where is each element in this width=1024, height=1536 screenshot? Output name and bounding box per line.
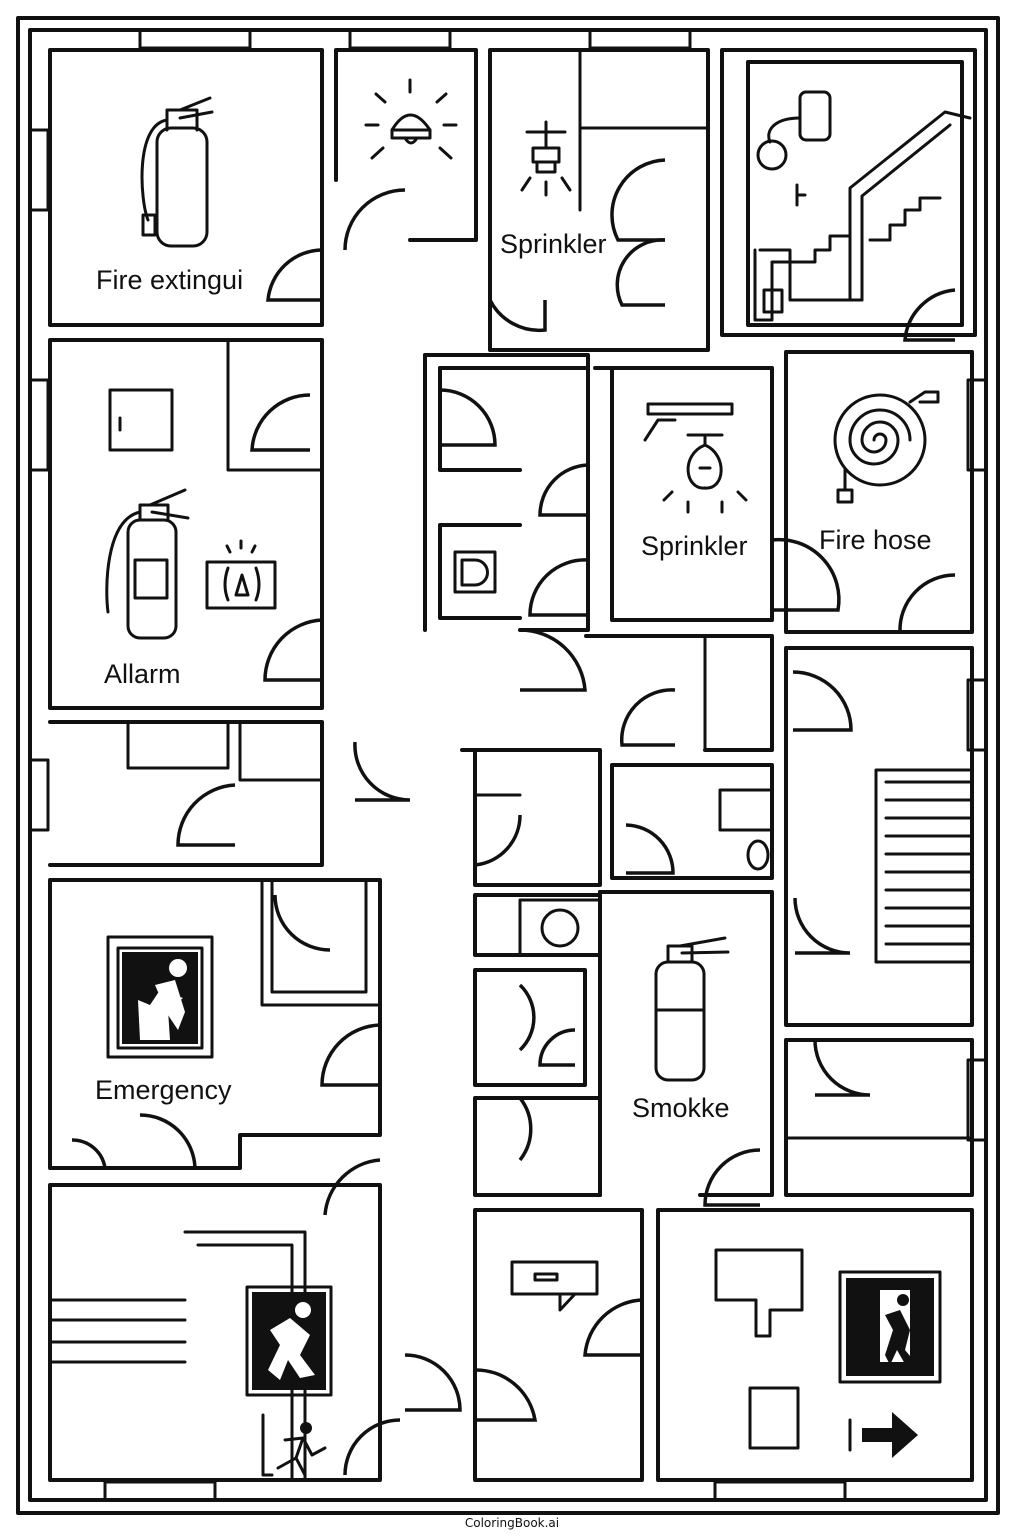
fire-hose-reel-icon [833,390,940,504]
fire-extinguisher-icon [105,488,190,640]
toilet-icon [518,898,602,957]
label-smoke: Smokke [632,1093,730,1123]
credit-watermark: ColoringBook.ai [465,1516,559,1530]
label-fire-extinguisher: Fire extingui [96,265,243,295]
fire-hose-reel-icon [753,90,832,322]
label-sprinkler-top: Sprinkler [500,229,607,259]
alarm-bell-icon [364,78,458,160]
sprinkler-icon [520,120,572,197]
label-emergency: Emergency [95,1075,232,1105]
label-fire-hose: Fire hose [819,525,932,555]
staircase-icon [884,780,974,946]
fire-extinguisher-icon [140,96,214,248]
room-walls [48,48,977,1482]
running-person-icon [261,1413,327,1477]
toilet-icon [453,550,497,594]
exit-sign-icon [106,935,214,1059]
label-sprinkler-mid: Sprinkler [641,531,748,561]
doors [71,158,956,1476]
label-alarm: Allarm [104,659,181,689]
toilet-icon [718,788,774,871]
exit-sign-icon [245,1285,333,1397]
fire-extinguisher-icon [654,936,730,1082]
exit-sign-icon [838,1270,942,1384]
arrow-right-icon [848,1412,918,1458]
sprinkler-icon [643,402,748,514]
sign-icon [510,1260,599,1312]
panel-icon [108,388,174,452]
staircase-icon [788,110,972,302]
alarm-icon [205,539,277,610]
sign-icon [714,1248,804,1450]
